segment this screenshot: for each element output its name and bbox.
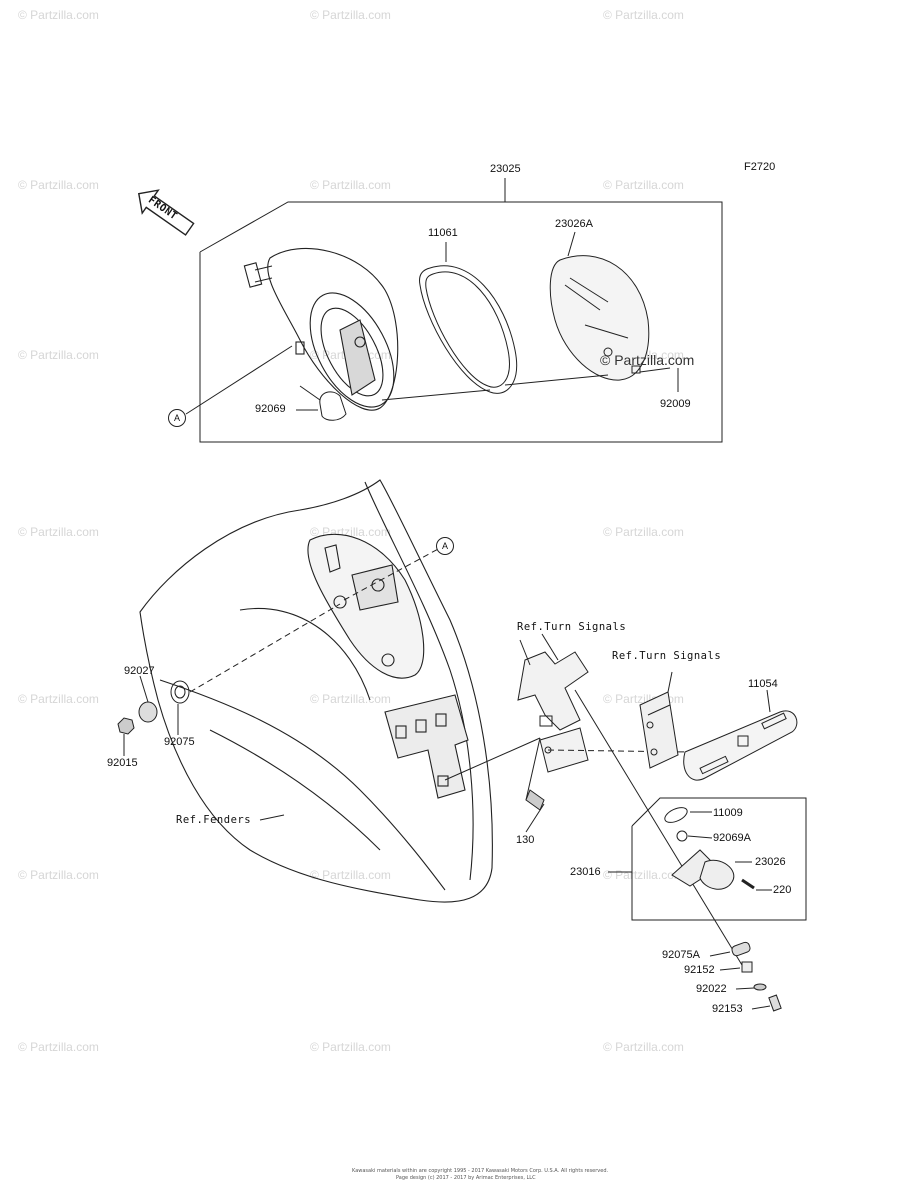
ref-turn-signals-2: Ref.Turn Signals [612,650,722,662]
watermark: © Partzilla.com [603,178,684,192]
leader-A-bottom [343,547,441,601]
part-label-23026: 23026 [755,856,786,868]
front-arrow-icon [137,189,195,236]
watermark: © Partzilla.com [18,8,99,22]
watermark: © Partzilla.com [310,868,391,882]
watermark: © Partzilla.com [18,868,99,882]
grommet-92075 [170,680,190,704]
callout-A-top: A [168,409,186,427]
part-label-92009: 92009 [660,398,691,410]
ref-fenders: Ref.Fenders [176,814,252,826]
leader-A-top [185,345,293,415]
lamp-23026 [671,849,735,890]
watermark: © Partzilla.com [603,1040,684,1054]
collar-92027 [138,701,158,723]
ref-turn-signals-1: Ref.Turn Signals [517,621,627,633]
part-label-11061: 11061 [428,227,458,239]
watermark: © Partzilla.com [310,8,391,22]
screw-220 [741,878,755,890]
figure-code: F2720 [744,161,776,173]
turn-signal-bracket [639,671,679,769]
bulb-92069 [296,385,347,421]
part-label-23016: 23016 [570,866,601,878]
part-label-92069: 92069 [255,403,286,415]
part-label-11054: 11054 [748,678,778,690]
bolt-92153 [768,994,782,1012]
collar-92152 [741,961,753,973]
grommet-92075A [731,941,751,957]
watermark: © Partzilla.com [18,692,99,706]
watermark: © Partzilla.com [310,178,391,192]
part-label-23025: 23025 [490,163,521,175]
copyright-line-1: Kawasaki materials within are copyright … [352,1168,609,1174]
bulb-92069A [676,830,688,842]
part-label-130: 130 [516,834,535,846]
gasket-11061 [419,265,517,394]
rear-fender [139,479,493,903]
part-label-92022: 92022 [696,983,727,995]
gasket-11009 [664,807,688,823]
assembly-box-23025 [199,201,723,443]
assembly-box-23016 [631,797,807,921]
inline-watermark: © Partzilla.com [600,352,695,368]
part-label-23026A: 23026A [555,218,593,230]
part-label-220: 220 [773,884,792,896]
part-label-92153: 92153 [712,1003,743,1015]
watermark: © Partzilla.com [310,1040,391,1054]
copyright-line-2: Page design (c) 2017 - 2017 by Arimac En… [396,1175,536,1181]
bracket-11054 [683,689,798,781]
watermark: © Partzilla.com [18,178,99,192]
callout-A-bottom: A [436,537,454,555]
part-label-92152: 92152 [684,964,715,976]
screw-92009 [631,365,679,392]
watermark: © Partzilla.com [18,1040,99,1054]
part-label-92069A: 92069A [713,832,751,844]
part-label-92015: 92015 [107,757,138,769]
watermark: © Partzilla.com [18,348,99,362]
part-label-92075: 92075 [164,736,195,748]
watermark: © Partzilla.com [603,8,684,22]
watermark: © Partzilla.com [310,692,391,706]
license-bracket [517,639,589,773]
tail-lamp-housing [243,247,399,411]
part-label-92027: 92027 [124,665,155,677]
washer-92022 [753,983,767,991]
part-label-11009: 11009 [713,807,743,819]
watermark: © Partzilla.com [18,525,99,539]
leader-23026A [567,231,576,257]
nut-92015 [117,717,135,735]
watermark: © Partzilla.com [603,525,684,539]
lens-23026A [549,255,650,381]
part-label-92075A: 92075A [662,949,700,961]
